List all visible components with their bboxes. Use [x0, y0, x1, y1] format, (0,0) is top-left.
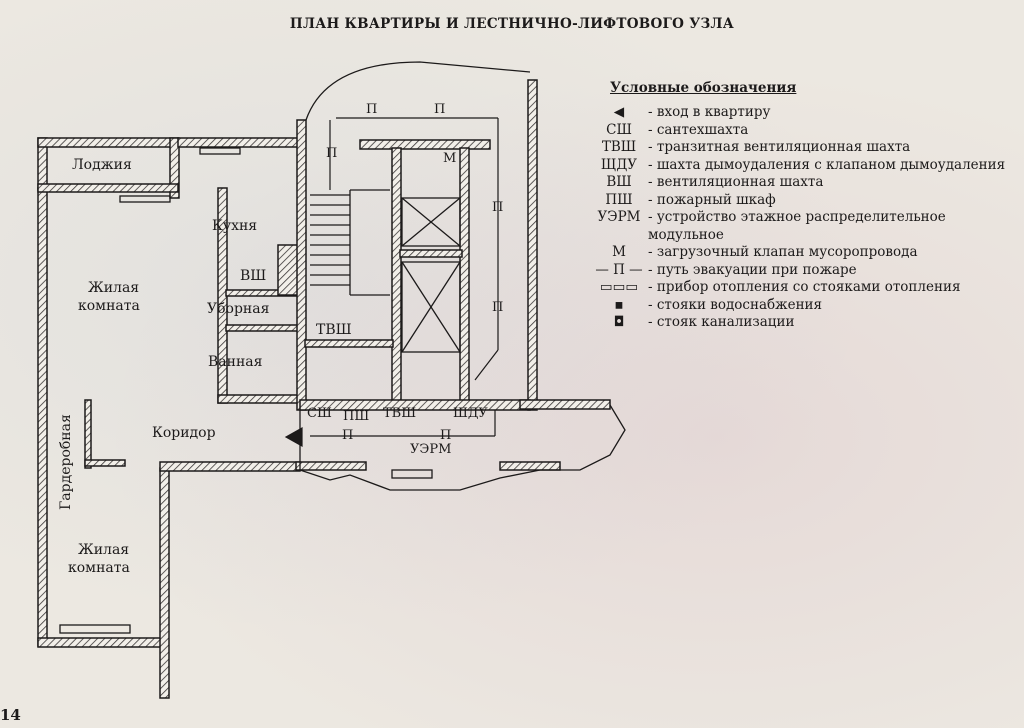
- legend-key: М: [612, 244, 626, 260]
- legend-key: ТВШ: [601, 139, 637, 155]
- legend-key: ПШ: [605, 191, 633, 208]
- legend-key: УЭРМ: [597, 209, 641, 225]
- legend-item: М - загрузочный клапан мусоропровода: [590, 244, 1010, 262]
- room-label-living-2-a: Жилая: [78, 542, 130, 558]
- room-label-bath: Ванная: [208, 354, 263, 370]
- page-title: ПЛАН КВАРТИРЫ И ЛЕСТНИЧНО-ЛИФТОВОГО УЗЛА: [289, 16, 735, 32]
- legend-key: ◘: [613, 314, 625, 330]
- legend-key: — П —: [595, 261, 643, 278]
- legend-desc: - прибор отопления со стояками отопления: [648, 279, 961, 295]
- page-number: 14: [0, 706, 21, 724]
- legend-item: ЩДУ - шахта дымоудаления с клапаном дымоу…: [590, 157, 1010, 175]
- room-label-wardrobe: Гардеробная: [58, 414, 74, 510]
- room-label-loggia: Лоджия: [72, 157, 132, 173]
- legend-item: ТВШ - транзитная вентиляционная шахта: [590, 139, 1010, 157]
- legend-key: ЩДУ: [600, 156, 638, 173]
- legend-desc: - пожарный шкаф: [648, 191, 776, 208]
- legend-key: ▪: [614, 296, 624, 313]
- legend-title: Условные обозначения: [610, 80, 797, 96]
- room-label-living-1-b: комната: [78, 298, 140, 314]
- shaft-label-shdu: ШДУ: [453, 406, 488, 421]
- shaft-label-ssh: СШ: [307, 406, 332, 421]
- evac-marker: П: [434, 102, 446, 117]
- legend-item: ▪ - стояки водоснабжения: [590, 297, 1010, 315]
- evac-marker: П: [492, 200, 504, 215]
- room-label-vsh: ВШ: [240, 268, 267, 284]
- evac-marker: П: [440, 428, 452, 443]
- legend-item: ПШ - пожарный шкаф: [590, 192, 1010, 210]
- shaft-label-psh: ПШ: [343, 409, 370, 424]
- legend-item: ◘ - стояк канализации: [590, 314, 1010, 332]
- room-label-kitchen: Кухня: [212, 218, 258, 234]
- legend-key: ▭▭▭: [599, 279, 639, 295]
- room-label-living-1-a: Жилая: [88, 280, 140, 296]
- legend-item: ◀ - вход в квартиру: [590, 104, 1010, 122]
- legend-desc: - сантехшахта: [648, 121, 749, 138]
- legend-key: СШ: [606, 121, 632, 138]
- legend-item: ▭▭▭ - прибор отопления со стояками отопле…: [590, 279, 1010, 297]
- legend-item: ВШ - вентиляционная шахта: [590, 174, 1010, 192]
- evac-marker: П: [492, 300, 504, 315]
- legend-desc: - шахта дымоудаления с клапаном дымоудал…: [648, 156, 1006, 173]
- legend-item: — П — - путь эвакуации при пожаре: [590, 262, 1010, 280]
- legend-desc: - путь эвакуации при пожаре: [648, 261, 857, 278]
- legend-key: ◀: [613, 104, 625, 120]
- plan-linework: [59, 61, 626, 634]
- evac-marker: П: [342, 428, 354, 443]
- shaft-label-m: М: [443, 151, 457, 166]
- plan-walls: [37, 79, 611, 699]
- legend: Условные обозначения ◀- вход в квартиру …: [590, 80, 1010, 332]
- legend-desc: - вентиляционная шахта: [648, 174, 824, 190]
- evac-marker: П: [366, 102, 378, 117]
- shaft-label-tvsh: ТВШ: [383, 406, 417, 421]
- legend-item: УЭРМ - устройство этажное распределительн…: [590, 209, 1010, 244]
- legend-desc: - транзитная вентиляционная шахта: [648, 139, 911, 155]
- legend-item: СШ - сантехшахта: [590, 122, 1010, 140]
- room-label-living-2-b: комната: [68, 560, 130, 576]
- evac-marker: П: [326, 146, 338, 161]
- legend-desc: - стояки водоснабжения: [648, 296, 823, 313]
- shaft-label-uerm: УЭРМ: [410, 442, 452, 457]
- legend-desc: - вход в квартиру: [648, 104, 771, 120]
- room-label-toilet: Уборная: [207, 301, 270, 317]
- legend-desc: - стояк канализации: [648, 314, 795, 330]
- legend-desc: - загрузочный клапан мусоропровода: [648, 244, 918, 260]
- room-label-tvsh: ТВШ: [316, 322, 352, 338]
- evacuation-paths: [284, 117, 499, 448]
- room-label-corridor: Коридор: [152, 425, 216, 441]
- legend-key: ВШ: [606, 174, 632, 190]
- legend-desc: - устройство этажное распределительное м…: [648, 209, 946, 243]
